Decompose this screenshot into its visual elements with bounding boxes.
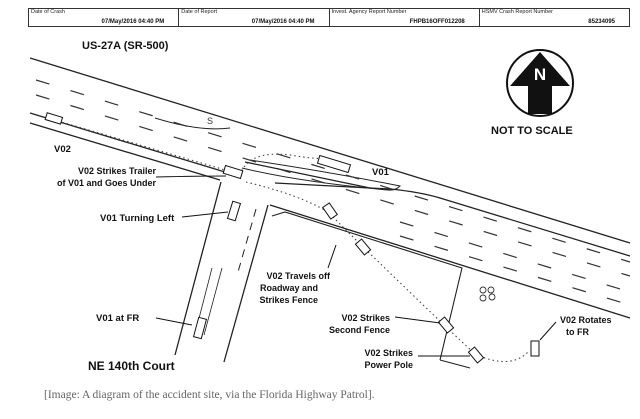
travels-off-label-3: Strikes Fence bbox=[259, 295, 318, 305]
north-arrow-shape bbox=[510, 52, 570, 114]
agency-report-label: Invest. Agency Report Number bbox=[331, 9, 407, 15]
vehicles bbox=[44, 112, 540, 364]
lane-dashes bbox=[35, 79, 631, 306]
power-pole-label-2: Power Pole bbox=[364, 360, 413, 370]
north-arrow-icon: N bbox=[506, 49, 574, 117]
lane-dash-line-4 bbox=[399, 235, 631, 306]
leader-travels-off bbox=[327, 244, 337, 269]
strikes-trailer-label-2: of V01 and Goes Under bbox=[57, 178, 157, 188]
leader-lines bbox=[155, 175, 557, 357]
v01-at-fr-label: V01 at FR bbox=[96, 313, 139, 324]
agency-report-value: FHPB16OFF012208 bbox=[409, 19, 465, 25]
leader-turning-left bbox=[181, 211, 229, 218]
leader-second-fence bbox=[394, 316, 441, 324]
date-of-crash-value: 07/May/2016 04:40 PM bbox=[101, 19, 165, 25]
pole-cluster bbox=[479, 286, 496, 302]
v02-path-off-road bbox=[245, 181, 529, 363]
v02-under-trailer-icon bbox=[222, 164, 244, 180]
hsmv-report-value: 85234095 bbox=[588, 19, 615, 25]
leader-v01-at-fr bbox=[155, 317, 193, 326]
v02-path-approach bbox=[57, 120, 233, 173]
v02-second-fence-icon bbox=[437, 316, 455, 334]
street-name: NE 140th Court bbox=[88, 359, 175, 373]
date-of-report-label: Date of Report bbox=[181, 9, 218, 15]
v02-fence-icon bbox=[322, 202, 338, 220]
highway-north-edge bbox=[29, 57, 631, 244]
date-of-crash-cell: Date of Crash 07/May/2016 04:40 PM bbox=[29, 9, 180, 26]
report-header: Date of Crash 07/May/2016 04:40 PM Date … bbox=[28, 8, 630, 27]
pole-circle-1 bbox=[479, 286, 487, 294]
v02-path bbox=[57, 120, 529, 363]
lane-dash-line-1 bbox=[35, 79, 631, 263]
rotates-label-2: to FR bbox=[566, 327, 589, 337]
v02-travel-icon bbox=[354, 238, 372, 256]
travels-off-label-2: Roadway and bbox=[260, 283, 318, 293]
pole-circle-4 bbox=[488, 293, 496, 301]
date-of-crash-label: Date of Crash bbox=[31, 9, 65, 15]
pole-circle-3 bbox=[479, 294, 487, 302]
side-road bbox=[174, 181, 269, 363]
power-pole-label-1: V02 Strikes bbox=[364, 348, 413, 358]
scale-note: NOT TO SCALE bbox=[491, 125, 573, 137]
v01-trailer-icon bbox=[316, 154, 352, 174]
road-marking: S bbox=[207, 116, 213, 126]
date-of-report-cell: Date of Report 07/May/2016 04:40 PM bbox=[179, 9, 330, 26]
highway-south-edge-west bbox=[29, 122, 221, 181]
turning-left-label: V01 Turning Left bbox=[100, 213, 175, 224]
side-road-east-edge bbox=[223, 204, 269, 363]
v02-power-pole-icon bbox=[467, 346, 485, 364]
leader-rotates bbox=[539, 321, 557, 341]
v02-path-under-trailer bbox=[239, 153, 331, 176]
rotates-label-1: V02 Rotates bbox=[560, 315, 612, 325]
lane-dash-line-2 bbox=[35, 94, 631, 277]
lane-dash-line-3 bbox=[399, 221, 631, 293]
north-letter: N bbox=[534, 65, 546, 84]
v01-turning-icon bbox=[226, 200, 242, 222]
road-title: US-27A (SR-500) bbox=[82, 40, 169, 52]
leader-strikes-trailer bbox=[155, 175, 227, 178]
curved-lane-mark bbox=[154, 117, 231, 130]
fences bbox=[271, 211, 471, 369]
highway-south-edge bbox=[269, 204, 631, 319]
turn-lane-island bbox=[241, 159, 402, 191]
fence-one-end bbox=[439, 359, 471, 369]
v02-rotated-icon bbox=[530, 340, 540, 357]
date-of-report-value: 07/May/2016 04:40 PM bbox=[251, 19, 315, 25]
fence-one bbox=[271, 211, 463, 361]
strikes-trailer-label-1: V02 Strikes Trailer bbox=[78, 166, 157, 176]
agency-report-cell: Invest. Agency Report Number FHPB16OFF01… bbox=[330, 9, 480, 26]
v01-at-fr-icon bbox=[192, 316, 208, 340]
image-caption: [Image: A diagram of the accident site, … bbox=[44, 389, 375, 401]
second-fence-label-1: V02 Strikes bbox=[341, 313, 390, 323]
v02-label: V02 bbox=[54, 144, 71, 155]
pole-circle-2 bbox=[487, 286, 495, 294]
hsmv-report-label: HSMV Crash Report Number bbox=[481, 9, 553, 15]
v01-label: V01 bbox=[372, 167, 390, 178]
v02-start-icon bbox=[44, 112, 64, 125]
side-road-west-edge bbox=[174, 181, 222, 356]
hsmv-report-cell: HSMV Crash Report Number 85234095 bbox=[480, 9, 629, 26]
travels-off-label-1: V02 Travels off bbox=[266, 271, 331, 281]
highway-median-edge-inner bbox=[244, 161, 371, 189]
second-fence-label-2: Second Fence bbox=[329, 325, 390, 335]
side-road-center-line bbox=[237, 208, 257, 273]
